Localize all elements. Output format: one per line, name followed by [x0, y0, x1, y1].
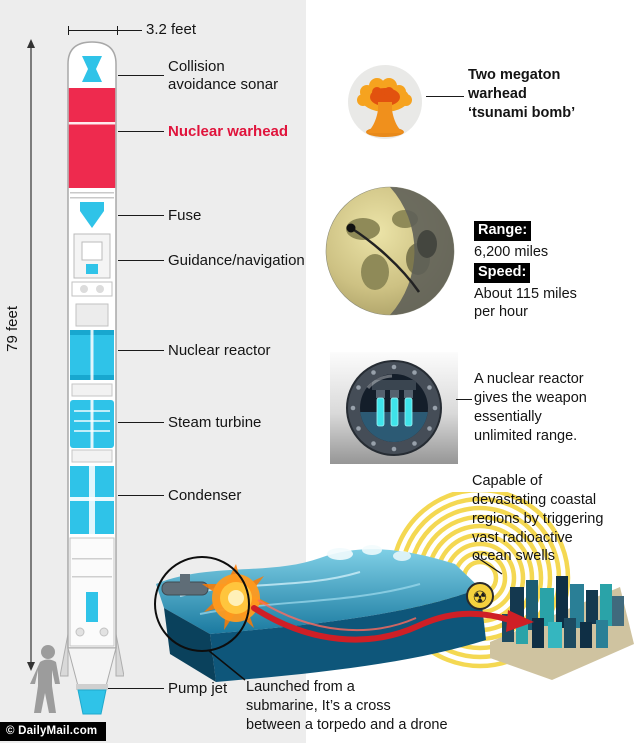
leader-line: [118, 260, 164, 261]
fin-right: [115, 633, 124, 677]
fuse-section: [80, 202, 104, 228]
human-scale-figure: [30, 645, 60, 713]
svg-text:☢: ☢: [472, 588, 487, 608]
label-nuclear-reactor: Nuclear reactor: [168, 342, 271, 359]
leader-line: [456, 399, 472, 400]
submarine: [161, 581, 209, 596]
pump-jet-section: [77, 689, 107, 715]
tail-cone: [67, 647, 117, 687]
range-value: 6,200 miles: [474, 243, 549, 260]
warhead-callout: Two megaton warhead ‘tsunami bomb’: [468, 67, 576, 121]
warhead-section: [68, 88, 116, 188]
label-fuse: Fuse: [168, 207, 202, 224]
reactor-porthole-icon: [330, 352, 458, 464]
ocean-front: [210, 588, 486, 682]
dailymail-credit: © DailyMail.com: [0, 722, 107, 741]
length-dimension-line: [27, 39, 35, 671]
sonar-section: [82, 56, 102, 82]
speed-value: About 115 miles per hour: [474, 285, 577, 321]
fin-left: [60, 633, 69, 677]
leader-line: [118, 350, 164, 351]
label-guidance: Guidance/navigation: [168, 252, 305, 269]
leader-line: [118, 131, 164, 132]
range-speed-callout: Range: 6,200 miles Speed: About 115 mile…: [474, 220, 577, 322]
impact-scene-illustration: ☢: [154, 492, 634, 682]
leader-line: [118, 422, 164, 423]
range-label: Range:: [474, 221, 532, 241]
speed-label: Speed:: [474, 262, 531, 283]
label-nuclear-warhead: Nuclear warhead: [168, 123, 289, 140]
launch-callout: Launched from a submarine, It’s a cross …: [246, 679, 448, 733]
leader-line: [118, 495, 164, 496]
torpedo-track: [251, 605, 513, 643]
leader-line: [426, 96, 464, 97]
detail-circle: [154, 556, 250, 652]
ocean-side: [164, 608, 216, 682]
label-condenser: Condenser: [168, 487, 242, 504]
reactor-callout: A nuclear reactor gives the weapon essen…: [474, 371, 587, 444]
label-steam-turbine: Steam turbine: [168, 414, 262, 431]
leader-line: [118, 215, 164, 216]
width-label: 3.2 feet: [146, 21, 197, 38]
width-dimension-line: [68, 30, 142, 31]
length-label: 79 feet: [4, 306, 21, 352]
label-pump-jet: Pump jet: [168, 680, 228, 697]
mushroom-cloud-icon: [348, 65, 422, 139]
leader-line: [108, 688, 164, 689]
label-collision-sonar: Collision avoidance sonar: [168, 58, 279, 93]
torpedo-diagram: [60, 41, 124, 715]
globe-range-icon: [325, 186, 455, 316]
capability-callout: Capable of devastating coastal regions b…: [472, 473, 604, 565]
leader-line: [118, 75, 164, 76]
radiation-icon: [466, 582, 494, 610]
